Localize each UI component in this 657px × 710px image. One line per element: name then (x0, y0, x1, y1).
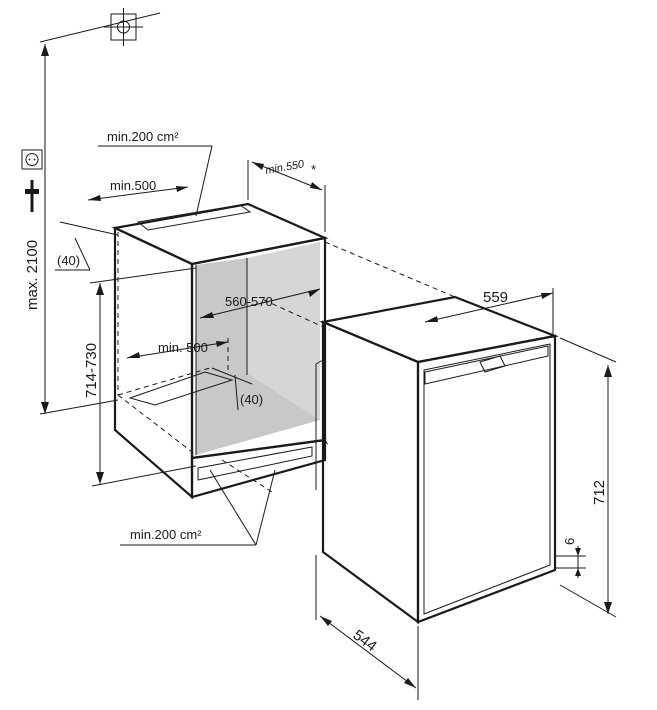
vent-depth-top-label: min.500 (110, 178, 156, 193)
niche-height-label: 714-730 (83, 343, 100, 398)
niche-width-label: 560-570 (225, 294, 273, 309)
ceiling-reference-line (39, 12, 161, 43)
room-height-dimension: max. 2100 (24, 44, 119, 415)
appliance-width-label: 559 (483, 289, 508, 306)
room-height-label: max. 2100 (24, 240, 41, 310)
bottom-vent-opening (197, 446, 313, 481)
footnote-mark: * (311, 162, 316, 177)
niche-dimensions: 714-730 560-570 min.500 (40) min.200 cm²… (55, 129, 326, 546)
bottom-vent-area-label: min.200 cm² (130, 527, 202, 542)
top-vent-opening (136, 204, 252, 231)
vent-depth-bottom-label: min. 500 (158, 340, 208, 355)
door-handle-strip (424, 345, 549, 385)
appliance-depth-label: 544 (350, 627, 380, 656)
installation-niche (111, 202, 329, 500)
appliance-dimensions: 559 712 6 544 (315, 288, 617, 700)
floor-vent-opening (128, 371, 234, 406)
top-vent-area-label: min.200 cm² (107, 129, 179, 144)
plinth-gap-label: 6 (562, 538, 577, 545)
crosshair-connection-icon (39, 8, 161, 46)
appliance-height-label: 712 (591, 480, 608, 505)
projection-lines (221, 241, 456, 493)
appliance-depth-top-label: min.550 (264, 158, 305, 177)
power-plug-icon (25, 180, 39, 212)
power-socket-icon (21, 149, 43, 170)
refrigerator (315, 295, 559, 625)
bottom-offset-label: (40) (240, 392, 263, 407)
top-offset-label: (40) (57, 253, 80, 268)
